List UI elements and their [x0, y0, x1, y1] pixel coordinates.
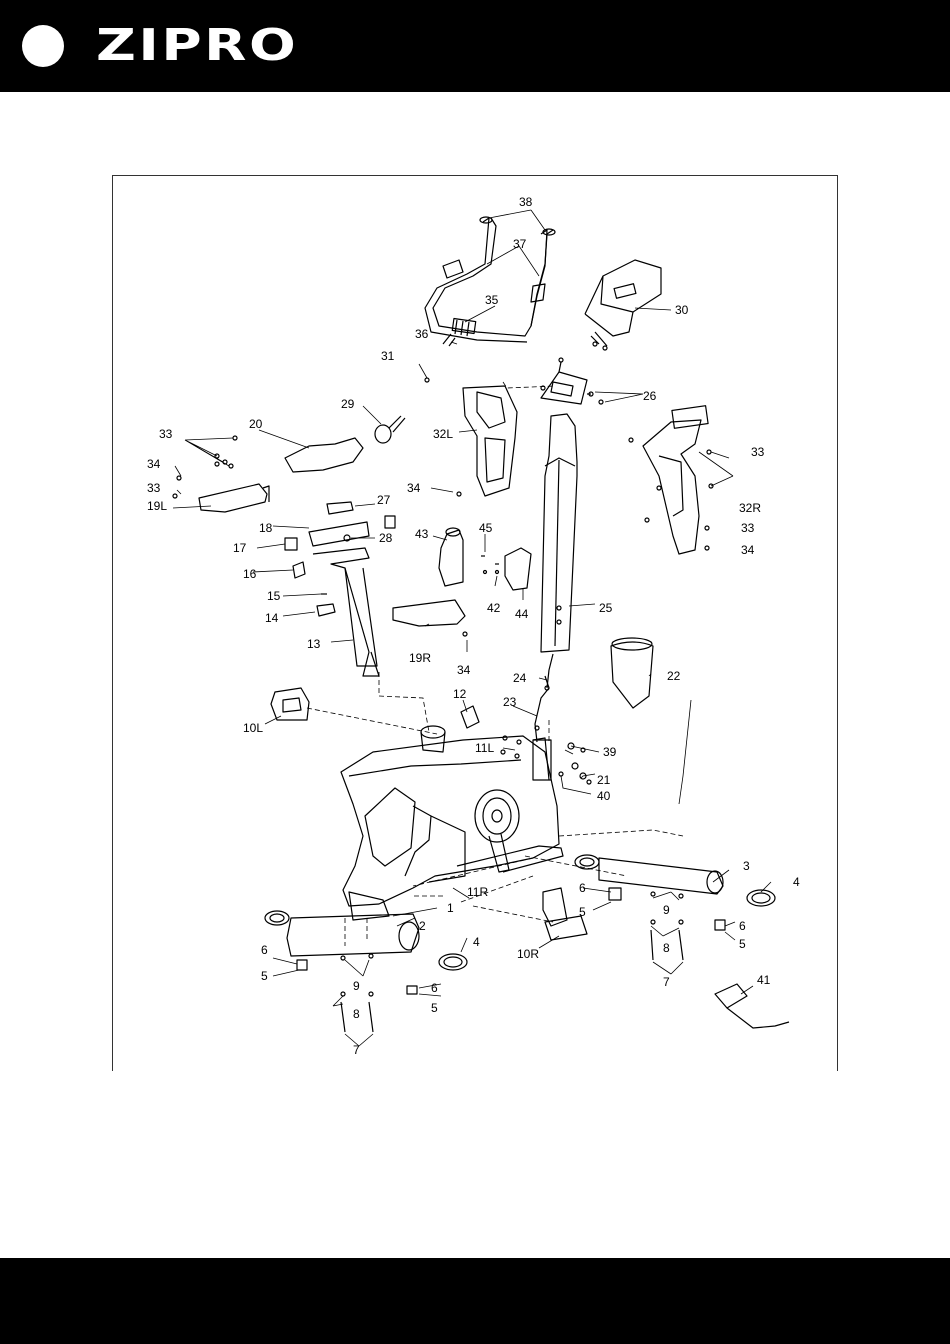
- label-34-c: 34: [741, 543, 755, 557]
- label-11l: 11L: [475, 741, 494, 755]
- label-15: 15: [267, 589, 281, 603]
- label-12: 12: [453, 687, 467, 701]
- label-18: 18: [259, 521, 273, 535]
- handlebar-part: [425, 217, 555, 346]
- label-34-d: 34: [457, 663, 471, 677]
- label-16: 16: [243, 567, 257, 581]
- label-13: 13: [307, 637, 321, 651]
- label-37: 37: [513, 237, 527, 251]
- brand-logo-circle: [22, 25, 64, 67]
- label-5-b: 5: [739, 937, 746, 951]
- label-35: 35: [485, 293, 499, 307]
- label-31: 31: [381, 349, 395, 363]
- seat-part: [285, 438, 363, 472]
- cable-part: [535, 676, 549, 742]
- cover-19r-part: [393, 600, 467, 636]
- label-9-a: 9: [663, 903, 670, 917]
- label-8-b: 8: [353, 1007, 360, 1021]
- label-41: 41: [757, 973, 771, 987]
- label-44: 44: [515, 607, 529, 621]
- label-19l: 19L: [147, 499, 167, 513]
- label-23: 23: [503, 695, 517, 709]
- label-11r: 11R: [467, 885, 488, 899]
- footer-bar: [0, 1258, 950, 1344]
- main-frame-part: [341, 726, 563, 920]
- label-32r: 32R: [739, 501, 761, 515]
- stem-part: [541, 414, 577, 688]
- label-6-c: 6: [261, 943, 268, 957]
- label-10l: 10L: [243, 721, 263, 735]
- label-4-a: 4: [793, 875, 800, 889]
- seat-post-part: [293, 548, 379, 676]
- label-25: 25: [599, 601, 613, 615]
- label-24: 24: [513, 671, 527, 685]
- label-7-a: 7: [663, 975, 670, 989]
- label-21: 21: [597, 773, 611, 787]
- label-45: 45: [479, 521, 493, 535]
- exploded-diagram: 38 37 35 36 30 31 29 26 32L 33 20 33 34 …: [112, 175, 838, 1071]
- label-33-a: 33: [159, 427, 173, 441]
- label-33-c: 33: [147, 481, 161, 495]
- label-34-a: 34: [147, 457, 161, 471]
- header-bar: ZIPRO: [0, 0, 950, 92]
- label-14: 14: [265, 611, 279, 625]
- label-36: 36: [415, 327, 429, 341]
- pedal-left-part: [271, 688, 479, 728]
- shroud-right-part: [629, 406, 713, 554]
- label-43: 43: [415, 527, 429, 541]
- label-32l: 32L: [433, 427, 453, 441]
- label-42: 42: [487, 601, 501, 615]
- adapter-part: [715, 984, 789, 1028]
- label-6-b: 6: [739, 919, 746, 933]
- label-22: 22: [667, 669, 681, 683]
- label-5-a: 5: [579, 905, 586, 919]
- label-20: 20: [249, 417, 263, 431]
- label-7-b: 7: [353, 1043, 360, 1057]
- label-1: 1: [447, 901, 454, 915]
- shroud-left-part: [463, 386, 517, 496]
- label-26: 26: [643, 389, 657, 403]
- label-8-a: 8: [663, 941, 670, 955]
- label-5-d: 5: [431, 1001, 438, 1015]
- label-38: 38: [519, 195, 533, 209]
- label-29: 29: [341, 397, 355, 411]
- label-34-b: 34: [407, 481, 421, 495]
- label-27: 27: [377, 493, 391, 507]
- label-28: 28: [379, 531, 393, 545]
- label-40: 40: [597, 789, 611, 803]
- label-5-c: 5: [261, 969, 268, 983]
- label-6-a: 6: [579, 881, 586, 895]
- console-part: [585, 260, 661, 350]
- label-3: 3: [743, 859, 750, 873]
- label-6-d: 6: [431, 981, 438, 995]
- label-19r: 19R: [409, 651, 431, 665]
- label-33-b: 33: [751, 445, 765, 459]
- label-2: 2: [419, 919, 426, 933]
- stem-bracket-part: [541, 358, 603, 404]
- label-33-d: 33: [741, 521, 755, 535]
- label-4-b: 4: [473, 935, 480, 949]
- cover-22-part: [611, 638, 653, 708]
- bottle-holder-part: [481, 548, 531, 590]
- cover-19l-part: [173, 436, 461, 512]
- brand-logo: ZIPRO: [96, 22, 298, 70]
- label-9-b: 9: [353, 979, 360, 993]
- label-30: 30: [675, 303, 689, 317]
- label-10r: 10R: [517, 947, 539, 961]
- label-17: 17: [233, 541, 247, 555]
- label-39: 39: [603, 745, 617, 759]
- bottle-part: [439, 528, 463, 586]
- knob-29-part: [375, 378, 429, 443]
